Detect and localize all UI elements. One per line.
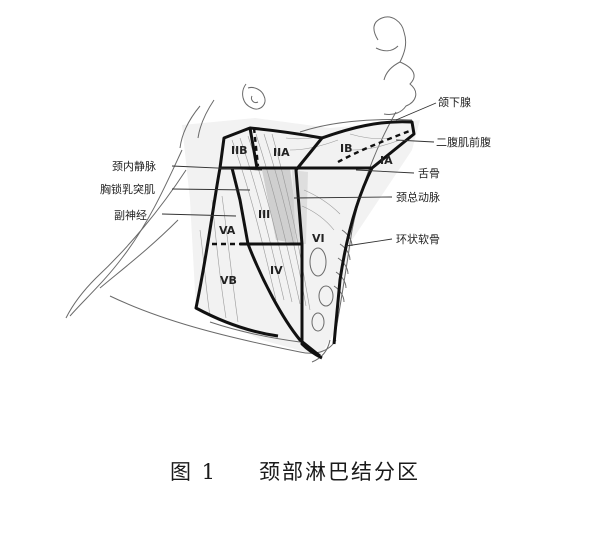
callout-internal-jugular-vein: 颈内静脉 [112,159,156,173]
callouts-right: 颌下腺 二腹肌前腹 舌骨 颈总动脉 环状软骨 [293,95,491,247]
callout-accessory-nerve: 副神经 [114,208,147,222]
figure-title: 颈部淋巴结分区 [259,460,421,484]
callout-submandibular-gland: 颌下腺 [438,95,471,109]
leader-submandibular-gland [395,102,437,121]
leader-digastric [395,139,435,143]
zone-label-IIA: IIA [273,146,290,159]
callout-sternocleidomastoid: 胸锁乳突肌 [100,182,155,196]
zone-label-IV: IV [270,264,283,277]
zone-label-VB: VB [220,274,237,287]
callout-cricoid-cartilage: 环状软骨 [396,232,440,246]
leader-internal-jugular-vein [171,165,263,171]
figure-number: 图 1 [169,460,218,484]
leader-sternocleidomastoid [171,188,251,191]
figure-caption: 图 1 颈部淋巴结分区 [0,456,590,486]
zone-labels: IIB IIA IB IA III VA VI IV VB [219,142,393,287]
leader-cricoid [345,238,393,247]
zone-label-IB: IB [340,142,352,155]
leader-common-carotid [293,196,393,199]
zone-label-IA: IA [380,154,393,167]
leader-hyoid [355,169,415,174]
leader-accessory-nerve [161,213,237,217]
zone-label-VI: VI [312,232,325,245]
zone-boundaries [194,120,416,360]
zone-label-III: III [258,208,270,221]
callout-digastric-anterior-belly: 二腹肌前腹 [436,135,491,149]
callout-hyoid: 舌骨 [418,167,440,180]
zone-label-IIB: IIB [231,144,248,157]
callouts-left: 颈内静脉 胸锁乳突肌 副神经 [100,159,263,222]
zone-label-VA: VA [219,224,236,237]
callout-common-carotid: 颈总动脉 [396,190,440,204]
